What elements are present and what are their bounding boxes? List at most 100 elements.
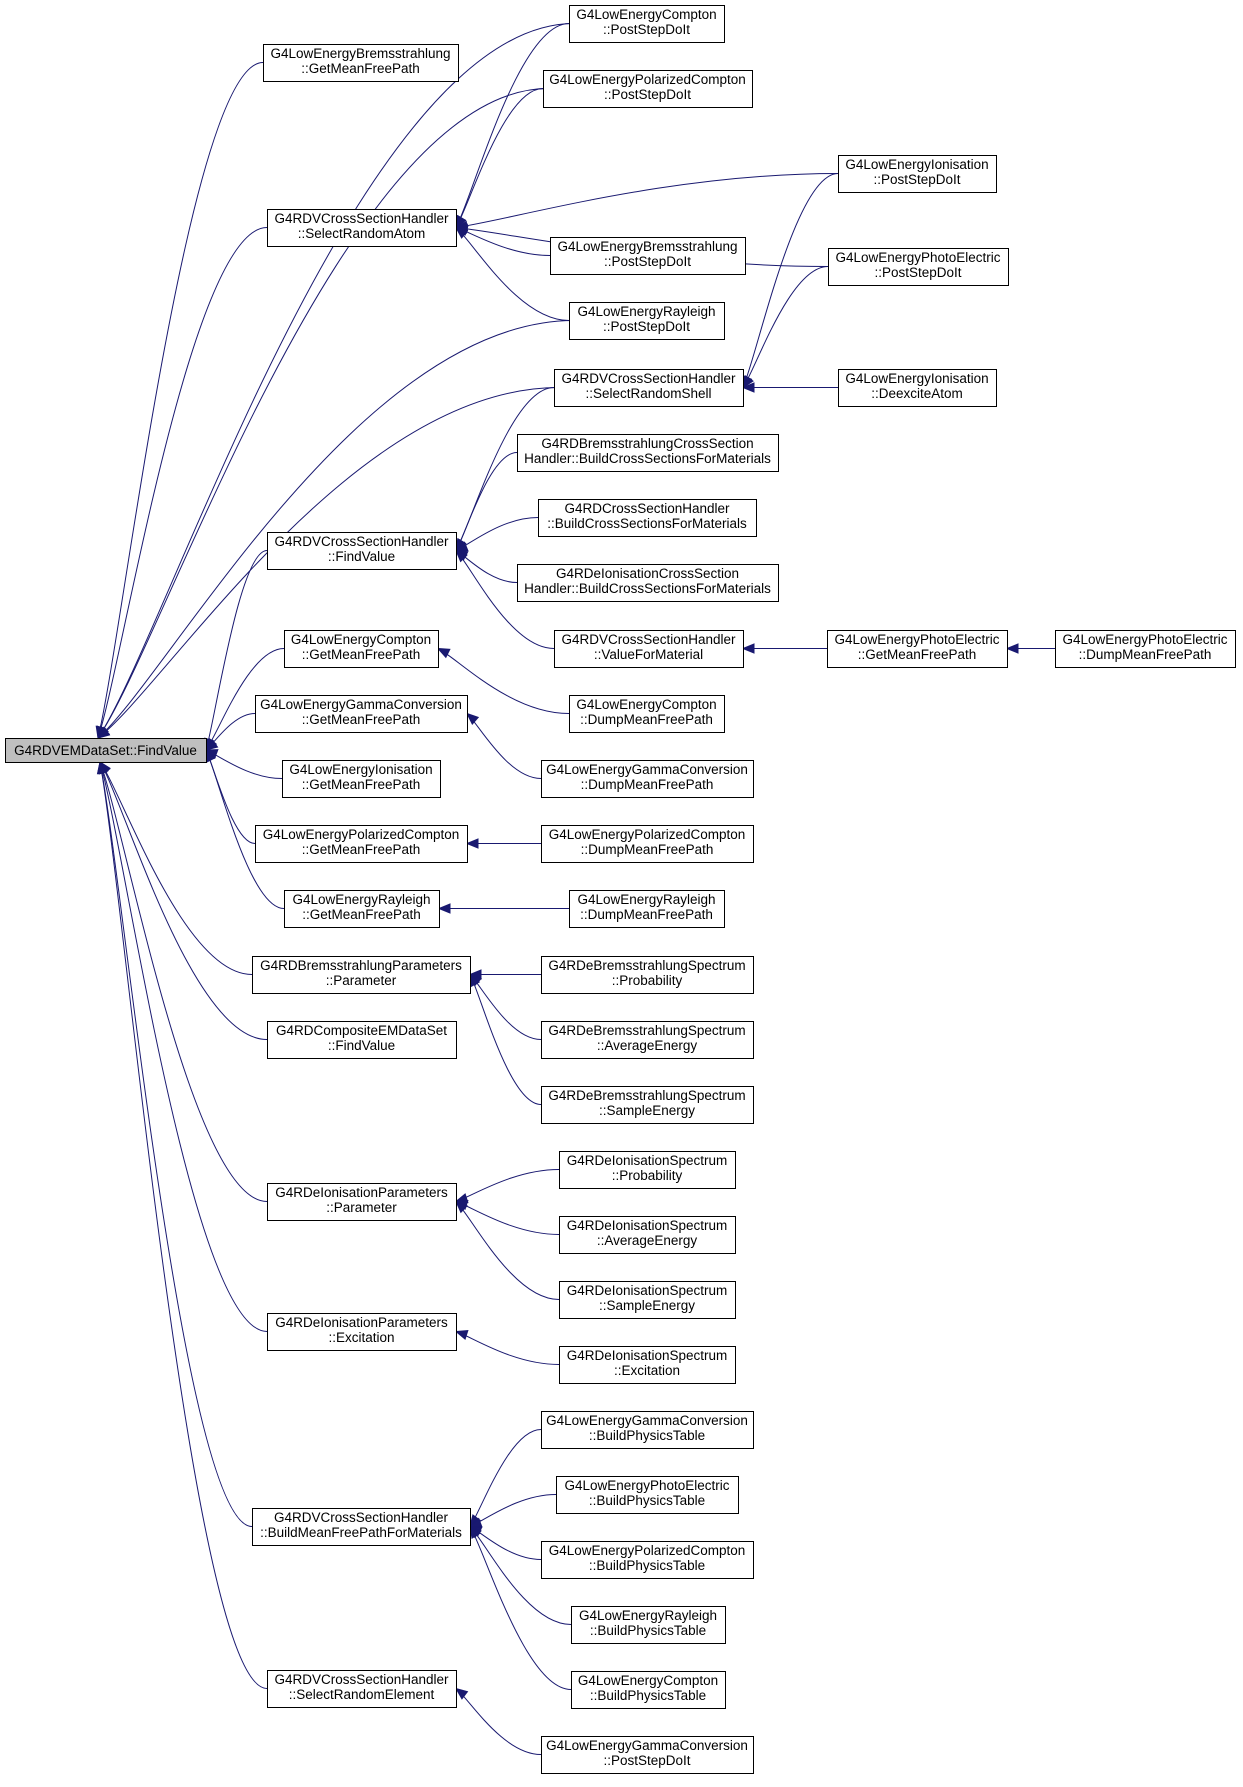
call-edge: [455, 23, 570, 228]
node-rdv-vfm[interactable]: G4RDVCrossSectionHandler::ValueForMateri…: [554, 630, 744, 668]
node-rdcs-bcs[interactable]: G4RDCrossSectionHandler::BuildCrossSecti…: [538, 499, 757, 537]
node-legc-psd[interactable]: G4LowEnergyGammaConversion::PostStepDoIt: [541, 1736, 754, 1774]
node-label-line: G4LowEnergyRayleigh: [579, 1608, 717, 1623]
node-box: [517, 564, 779, 602]
node-legc-dmfp[interactable]: G4LowEnergyGammaConversion::DumpMeanFree…: [541, 760, 754, 798]
node-legc-bpt[interactable]: G4LowEnergyGammaConversion::BuildPhysics…: [541, 1411, 754, 1449]
call-edge: [742, 173, 839, 388]
node-label-line: G4LowEnergyPolarizedCompton: [549, 827, 746, 842]
node-label-line: ::PostStepDoIt: [603, 319, 690, 334]
node-rdv-bmfp[interactable]: G4RDVCrossSectionHandler::BuildMeanFreeP…: [252, 1508, 471, 1546]
node-label-line: ::SelectRandomShell: [585, 386, 711, 401]
node-label-line: ::BuildCrossSectionsForMaterials: [547, 516, 747, 531]
node-label-line: G4LowEnergyGammaConversion: [546, 1413, 748, 1428]
node-box: [554, 369, 744, 407]
node-lec-gmfp[interactable]: G4LowEnergyCompton::GetMeanFreePath: [284, 630, 439, 668]
node-box: [282, 760, 441, 798]
node-lebrem-psd[interactable]: G4LowEnergyBremsstrahlung::PostStepDoIt: [550, 237, 746, 275]
node-lec-dmfp[interactable]: G4LowEnergyCompton::DumpMeanFreePath: [569, 695, 725, 733]
node-label-line: ::Probability: [612, 1168, 683, 1183]
node-label-line: G4RDeIonisationParameters: [275, 1185, 448, 1200]
call-edge: [205, 749, 285, 909]
node-legc-gmfp[interactable]: G4LowEnergyGammaConversion::GetMeanFreeP…: [255, 695, 468, 733]
node-label-line: G4RDVEMDataSet::FindValue: [14, 743, 197, 758]
node-box: [538, 499, 757, 537]
node-lepc-gmfp[interactable]: G4LowEnergyPolarizedCompton::GetMeanFree…: [255, 825, 468, 863]
node-rdeis-exc[interactable]: G4RDeIonisationSpectrum::Excitation: [559, 1346, 736, 1384]
node-box: [267, 209, 457, 247]
node-box: [569, 5, 725, 43]
node-label-line: ::DumpMeanFreePath: [1079, 647, 1212, 662]
node-ler-gmfp[interactable]: G4LowEnergyRayleigh::GetMeanFreePath: [284, 890, 440, 928]
node-label-line: G4LowEnergyGammaConversion: [260, 697, 462, 712]
node-lepc-psd[interactable]: G4LowEnergyPolarizedCompton::PostStepDoI…: [543, 70, 753, 108]
node-ler-psd[interactable]: G4LowEnergyRayleigh::PostStepDoIt: [569, 302, 725, 340]
node-label-line: G4RDCrossSectionHandler: [564, 501, 730, 516]
edge-arrowhead: [455, 214, 467, 229]
node-label-line: ::DumpMeanFreePath: [581, 842, 714, 857]
call-edge: [469, 1429, 542, 1527]
node-rdcomp-fv[interactable]: G4RDCompositeEMDataSet::FindValue: [267, 1021, 457, 1059]
edge-arrowhead: [466, 712, 480, 726]
node-label-line: G4LowEnergyRayleigh: [292, 892, 430, 907]
node-label-line: ::DumpMeanFreePath: [581, 777, 714, 792]
node-label-line: G4LowEnergyRayleigh: [577, 304, 715, 319]
node-lec-psd[interactable]: G4LowEnergyCompton::PostStepDoIt: [569, 5, 725, 43]
node-rdebs-prob[interactable]: G4RDeBremsstrahlungSpectrum::Probability: [541, 956, 754, 994]
node-lepc-dmfp[interactable]: G4LowEnergyPolarizedCompton::DumpMeanFre…: [541, 825, 754, 863]
node-label-line: G4LowEnergyIonisation: [289, 762, 432, 777]
node-lei-psd[interactable]: G4LowEnergyIonisation::PostStepDoIt: [838, 155, 997, 193]
node-ler-dmfp[interactable]: G4LowEnergyRayleigh::DumpMeanFreePath: [569, 890, 725, 928]
node-lei-gmfp[interactable]: G4LowEnergyIonisation::GetMeanFreePath: [282, 760, 441, 798]
call-edge: [455, 88, 544, 228]
node-rdeis-samp[interactable]: G4RDeIonisationSpectrum::SampleEnergy: [559, 1281, 736, 1319]
node-rdv-srs[interactable]: G4RDVCrossSectionHandler::SelectRandomSh…: [554, 369, 744, 407]
node-rdeis-prob[interactable]: G4RDeIonisationSpectrum::Probability: [559, 1151, 736, 1189]
node-ler-bpt[interactable]: G4LowEnergyRayleigh::BuildPhysicsTable: [571, 1606, 726, 1644]
node-rdv-sre[interactable]: G4RDVCrossSectionHandler::SelectRandomEl…: [267, 1670, 457, 1708]
node-label-line: ::SelectRandomAtom: [298, 226, 426, 241]
node-rdip-exc[interactable]: G4RDeIonisationParameters::Excitation: [267, 1313, 457, 1351]
node-lepe-psd[interactable]: G4LowEnergyPhotoElectric::PostStepDoIt: [828, 248, 1009, 286]
node-label-line: G4RDeBremsstrahlungSpectrum: [548, 1023, 745, 1038]
call-edges: [95, 23, 1055, 1755]
node-box: [559, 1281, 736, 1319]
node-label-line: G4LowEnergyIonisation: [845, 371, 988, 386]
node-lepe-bpt[interactable]: G4LowEnergyPhotoElectric::BuildPhysicsTa…: [556, 1476, 739, 1514]
node-lepc-bpt[interactable]: G4LowEnergyPolarizedCompton::BuildPhysic…: [541, 1541, 754, 1579]
node-lepe-gmfp[interactable]: G4LowEnergyPhotoElectric::GetMeanFreePat…: [827, 630, 1008, 668]
call-edge: [97, 227, 268, 739]
node-label-line: ::Parameter: [326, 1200, 397, 1215]
node-box: [255, 695, 468, 733]
node-label-line: ::BuildPhysicsTable: [590, 1688, 706, 1703]
node-lec-bpt[interactable]: G4LowEnergyCompton::BuildPhysicsTable: [571, 1671, 726, 1709]
node-rdip-param[interactable]: G4RDeIonisationParameters::Parameter: [267, 1183, 457, 1221]
node-box: [284, 630, 439, 668]
node-rdv-sra[interactable]: G4RDVCrossSectionHandler::SelectRandomAt…: [267, 209, 457, 247]
node-label-line: ::GetMeanFreePath: [302, 907, 421, 922]
node-rdv-fv[interactable]: G4RDVCrossSectionHandler::FindValue: [267, 532, 457, 570]
node-rdebs-avg[interactable]: G4RDeBremsstrahlungSpectrum::AverageEner…: [541, 1021, 754, 1059]
node-label-line: G4RDeIonisationCrossSection: [556, 566, 739, 581]
node-label-line: G4LowEnergyCompton: [576, 697, 716, 712]
node-lebrem-gmfp[interactable]: G4LowEnergyBremsstrahlung::GetMeanFreePa…: [263, 44, 459, 82]
node-label-line: ::PostStepDoIt: [604, 254, 691, 269]
node-box: [838, 155, 997, 193]
node-rdeis-avg[interactable]: G4RDeIonisationSpectrum::AverageEnergy: [559, 1216, 736, 1254]
node-label-line: ::SampleEnergy: [599, 1103, 695, 1118]
node-label-line: ::Excitation: [328, 1330, 394, 1345]
node-lepe-dmfp[interactable]: G4LowEnergyPhotoElectric::DumpMeanFreePa…: [1055, 630, 1236, 668]
node-rdeics-bcs[interactable]: G4RDeIonisationCrossSectionHandler::Buil…: [517, 564, 779, 602]
node-box: [5, 738, 207, 763]
node-label-line: G4LowEnergyBremsstrahlung: [557, 239, 737, 254]
node-label-line: G4LowEnergyCompton: [578, 1673, 718, 1688]
node-box: [267, 1313, 457, 1351]
node-label-line: Handler::BuildCrossSectionsForMaterials: [524, 451, 771, 466]
node-rdbcs-bcs[interactable]: G4RDBremsstrahlungCrossSectionHandler::B…: [517, 434, 779, 472]
node-root[interactable]: G4RDVEMDataSet::FindValue: [5, 738, 207, 763]
node-lei-dea[interactable]: G4LowEnergyIonisation::DeexciteAtom: [838, 369, 997, 407]
node-box: [284, 890, 440, 928]
node-box: [541, 1021, 754, 1059]
node-rdbp-param[interactable]: G4RDBremsstrahlungParameters::Parameter: [252, 956, 471, 994]
node-rdebs-samp[interactable]: G4RDeBremsstrahlungSpectrum::SampleEnerg…: [541, 1086, 754, 1124]
